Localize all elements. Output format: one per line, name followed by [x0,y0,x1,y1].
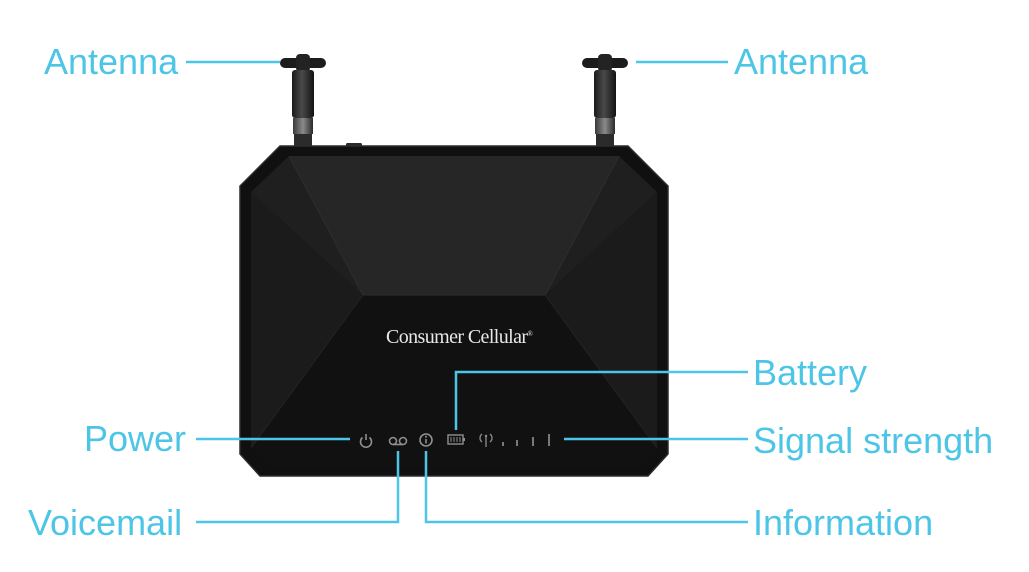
signal-bar-4 [548,434,550,446]
signal-icon [479,433,550,447]
leader-information [424,451,748,524]
antenna-left [280,54,326,148]
signal-bar-2 [516,440,518,446]
antenna-right [582,54,628,148]
leader-battery [454,370,748,430]
battery-icon [447,434,465,445]
signal-bar-1 [502,442,504,446]
label-antenna-left: Antenna [44,41,179,82]
brand-logo: Consumer Cellular® [386,326,533,349]
voicemail-icon [388,436,408,446]
label-signal-strength: Signal strength [753,420,994,461]
brand-name: Consumer Cellular [386,326,528,348]
signal-bar-3 [532,437,534,446]
brand-registered-mark: ® [527,330,533,338]
information-icon [419,433,433,447]
leader-voicemail [196,451,400,524]
label-antenna-right: Antenna [734,41,869,82]
label-battery: Battery [753,352,868,393]
power-icon [359,434,373,449]
label-voicemail: Voicemail [28,502,183,543]
label-power: Power [84,418,187,459]
label-information: Information [753,502,934,543]
device-body [239,145,669,477]
